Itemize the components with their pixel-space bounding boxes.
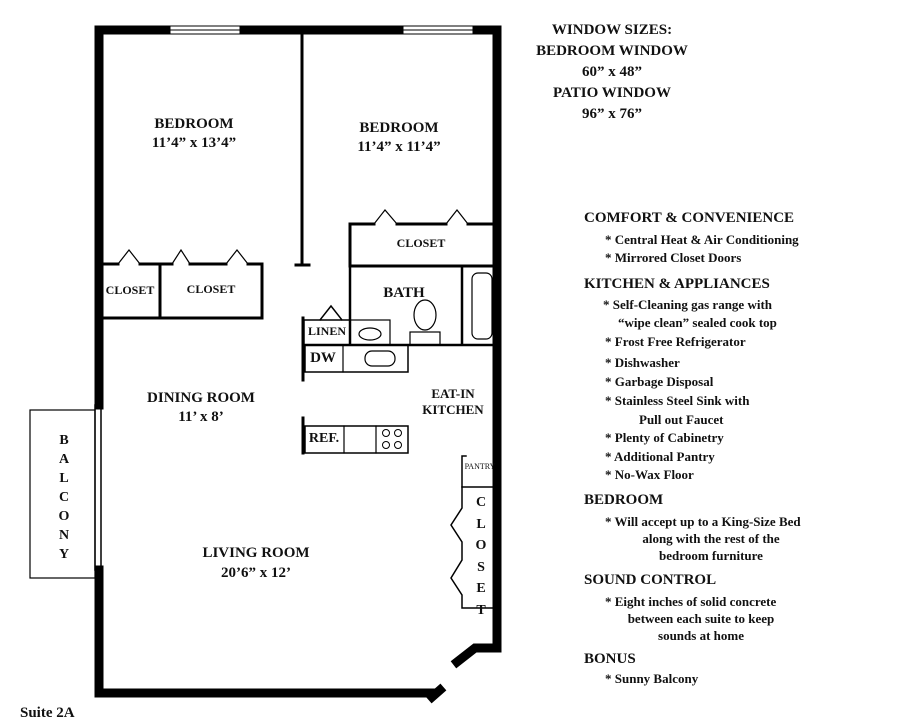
balcony [29, 409, 96, 579]
bedroom-window-size: 60” x 48” [582, 64, 642, 80]
feature-item: sounds at home [658, 628, 744, 643]
feature-heading: COMFORT & CONVENIENCE [584, 210, 795, 226]
feature-heading: BONUS [584, 651, 636, 667]
outer-wall-bottom [94, 565, 437, 698]
kitchen-label-1: EAT-IN [431, 386, 475, 401]
feature-item: * Sunny Balcony [605, 671, 699, 686]
right-closet [348, 222, 499, 268]
toilet [413, 299, 437, 331]
ref-label: REF. [308, 431, 340, 446]
living-room-name: LIVING ROOM [202, 545, 310, 561]
closet-label: CLOSET [186, 282, 236, 296]
feature-item: * Eight inches of solid concrete [605, 594, 777, 609]
hall-closet [450, 486, 498, 609]
dw-counter [304, 344, 409, 373]
letter: C [58, 490, 70, 505]
bath-vanity [349, 319, 391, 346]
feature-item: * No-Wax Floor [605, 467, 694, 482]
living-room-size: 20’6” x 12’ [221, 565, 291, 581]
corner-wall [450, 643, 502, 669]
stove-burners [382, 429, 402, 449]
letter: N [58, 528, 70, 543]
window-sizes-title: WINDOW SIZES: [551, 22, 673, 38]
feature-item: along with the rest of the [642, 531, 780, 546]
feature-item: * Additional Pantry [605, 449, 715, 464]
linen-label: LINEN [307, 324, 347, 338]
feature-heading: BEDROOM [584, 492, 664, 508]
pantry-label: PANTRY [464, 462, 496, 471]
letter: O [58, 509, 70, 524]
letter: A [58, 452, 70, 467]
bedroom-2-size: 11’4” x 11’4” [357, 139, 441, 155]
feature-heading: SOUND CONTROL [584, 572, 717, 588]
outer-wall [94, 25, 502, 653]
toilet-tank [409, 331, 441, 346]
bedroom-2-name: BEDROOM [359, 120, 439, 136]
bedroom-window-label: BEDROOM WINDOW [536, 43, 688, 59]
feature-item: * Garbage Disposal [605, 374, 714, 389]
bedroom-1-name: BEDROOM [154, 116, 234, 132]
feature-item: * Self-Cleaning gas range with [603, 297, 772, 312]
letter: B [59, 433, 69, 448]
feature-item: * Will accept up to a King-Size Bed [605, 514, 801, 529]
ref-counter [304, 425, 409, 454]
letter: E [476, 581, 486, 596]
feature-item: “wipe clean” sealed cook top [618, 315, 777, 330]
feature-item: bedroom furniture [659, 548, 763, 563]
feature-item: between each suite to keep [627, 611, 775, 626]
letter: L [476, 516, 486, 532]
balcony-label: B A L C O N Y [54, 431, 74, 564]
left-closets [98, 262, 264, 320]
corner-stub [425, 683, 447, 704]
dining-room-name: DINING ROOM [147, 390, 255, 406]
letter: O [475, 538, 487, 553]
closet-label: CLOSET [105, 283, 155, 297]
letter: T [476, 602, 486, 618]
hall-closet-label: C L O S E T [471, 492, 491, 621]
letter: S [477, 559, 485, 575]
feature-item: * Mirrored Closet Doors [605, 250, 742, 265]
kitchen-label-2: KITCHEN [422, 402, 484, 417]
bath-label: BATH [383, 285, 425, 301]
feature-item: * Dishwasher [605, 355, 680, 370]
letter: C [475, 495, 487, 510]
feature-heading: KITCHEN & APPLIANCES [584, 276, 770, 292]
feature-item: * Stainless Steel Sink with [605, 393, 750, 408]
dining-room-size: 11’ x 8’ [178, 409, 224, 425]
patio-window-label: PATIO WINDOW [553, 85, 671, 101]
feature-item: * Plenty of Cabinetry [605, 430, 724, 445]
letter: L [59, 471, 69, 486]
bathtub [471, 272, 493, 340]
letter: Y [58, 547, 70, 562]
suite-label: Suite 2A [20, 705, 75, 721]
patio-window [94, 404, 102, 571]
feature-item: * Frost Free Refrigerator [605, 334, 746, 349]
feature-item: Pull out Faucet [639, 412, 724, 427]
bedroom-1-size: 11’4” x 13’4” [151, 135, 237, 151]
bedroom-divider [294, 28, 311, 267]
patio-window-size: 96” x 76” [582, 106, 642, 122]
feature-item: * Central Heat & Air Conditioning [605, 232, 799, 247]
closet-label: CLOSET [396, 236, 446, 250]
pantry [461, 455, 498, 488]
dw-label: DW [310, 350, 336, 366]
